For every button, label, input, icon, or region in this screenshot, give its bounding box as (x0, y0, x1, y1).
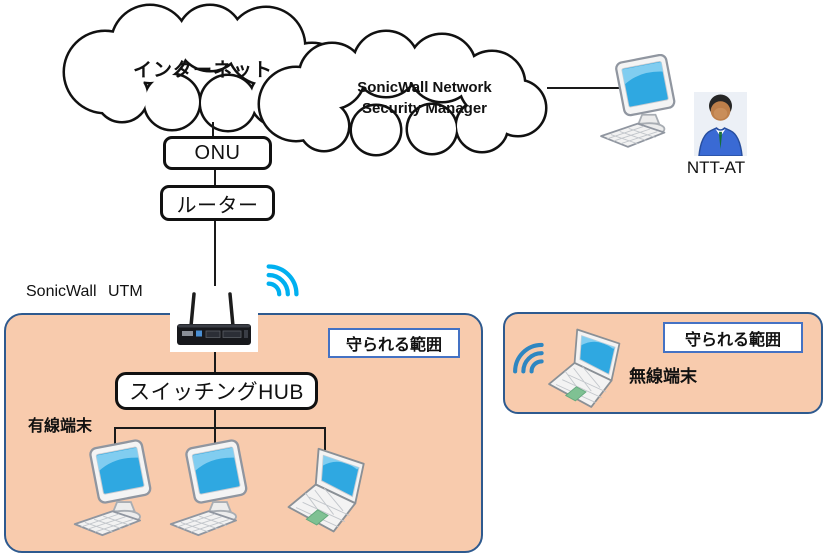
sonicwall-utm-label: SonicWall UTM (26, 283, 143, 300)
protected-range-text-left: 守られる範囲 (345, 337, 442, 354)
wifi-icon (262, 255, 306, 299)
internet-cloud-label: インターネット (132, 60, 273, 81)
utm-appliance-icon (170, 286, 258, 352)
ntt-at-label: NTT-AT (686, 158, 746, 177)
person-icon (694, 92, 747, 156)
desktop-computer-icon (73, 438, 153, 537)
nsm-cloud-label-line2: Security Manager (361, 100, 488, 117)
onu-node: ONU (163, 136, 272, 170)
desktop-computer-icon (169, 438, 249, 537)
protected-range-label-right: 守られる範囲 (663, 322, 803, 353)
protected-range-text-right: 守られる範囲 (684, 331, 781, 349)
protected-range-label-left: 守られる範囲 (328, 328, 460, 358)
switching-hub-node: スイッチングHUB (115, 372, 318, 410)
onu-label: ONU (194, 141, 241, 164)
nsm-cloud-label-line1: SonicWall Network (357, 79, 492, 96)
desktop-computer-icon (599, 54, 677, 148)
router-label: ルーター (176, 194, 259, 217)
laptop-icon (287, 447, 365, 533)
nsm-cloud-label: SonicWall Network Security Manager (337, 77, 512, 119)
laptop-icon (548, 328, 621, 408)
wireless-terminal-label: 無線端末 (629, 367, 697, 386)
wired-terminals-label: 有線端末 (28, 418, 93, 435)
router-node: ルーター (160, 185, 275, 221)
switching-hub-label: スイッチングHUB (129, 381, 304, 404)
